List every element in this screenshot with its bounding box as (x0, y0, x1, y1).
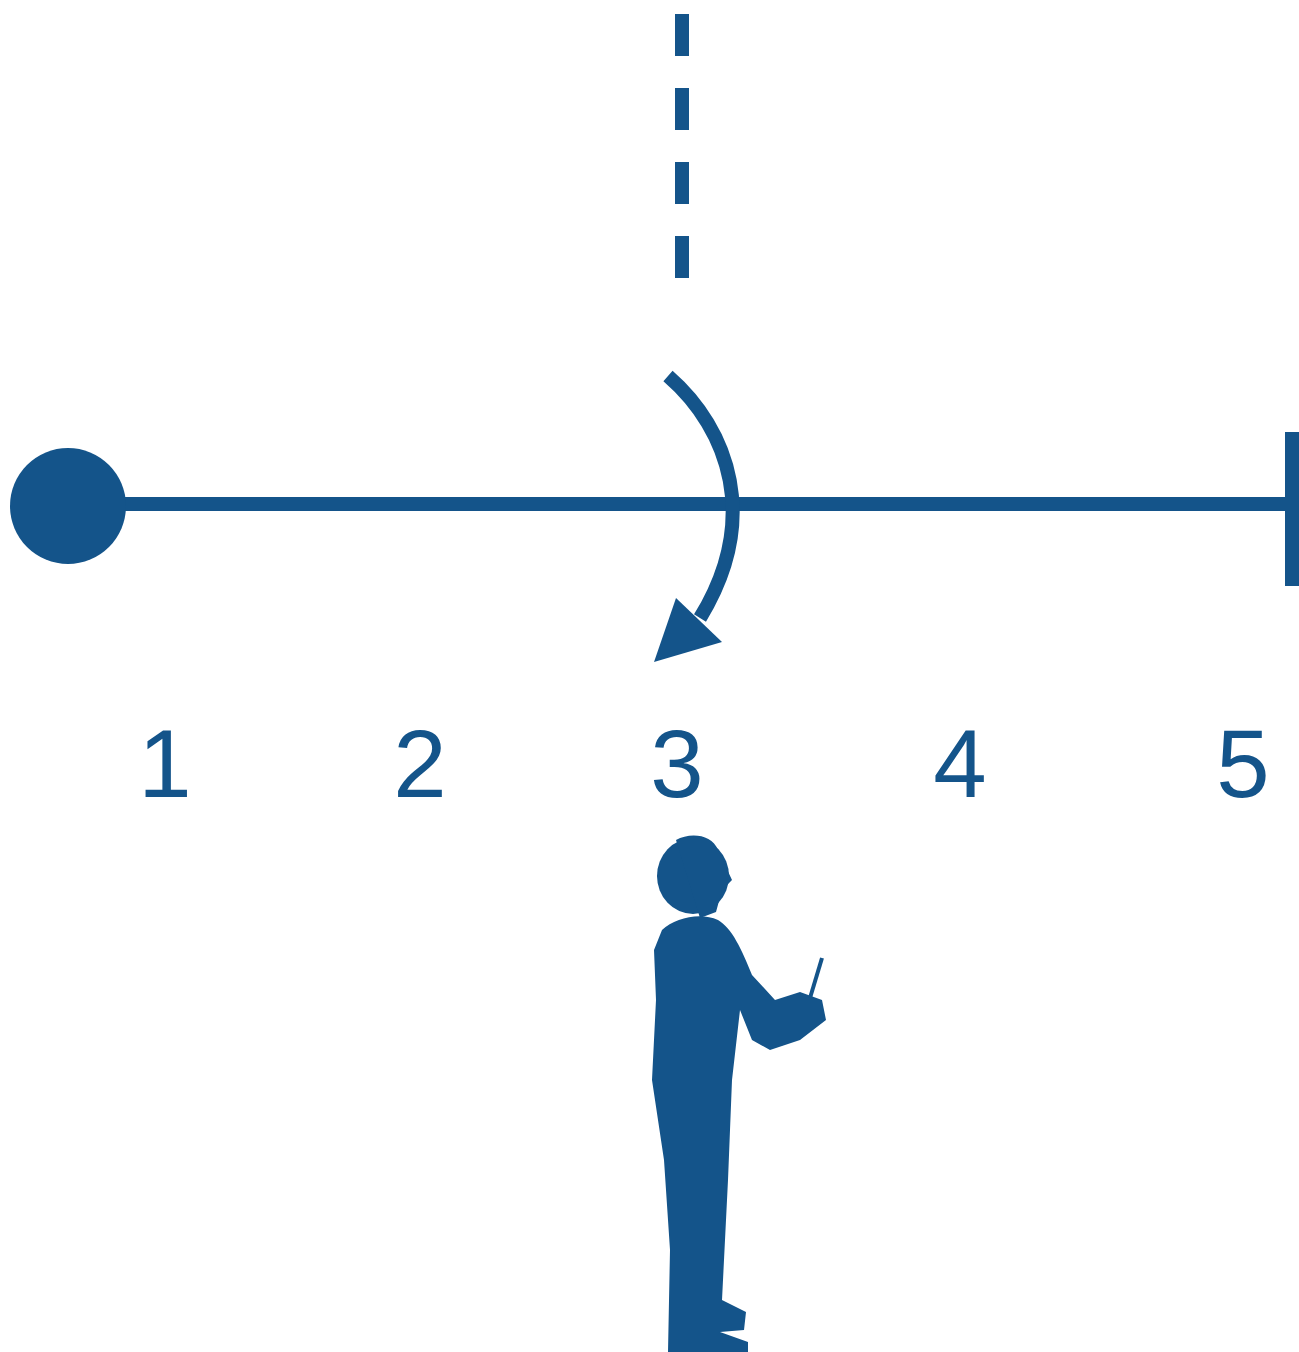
arrow-head (654, 598, 722, 662)
rotation-arrow (668, 376, 733, 618)
position-number: 1 (138, 716, 191, 812)
pilot-silhouette (652, 835, 826, 1352)
position-number: 4 (933, 716, 986, 812)
pivot-dot (10, 448, 126, 564)
rotation-axis (675, 14, 689, 306)
position-number: 3 (650, 716, 703, 812)
position-number: 2 (393, 716, 446, 812)
position-number: 5 (1216, 716, 1269, 812)
end-bar (1285, 432, 1299, 586)
boom-line (68, 497, 1292, 511)
